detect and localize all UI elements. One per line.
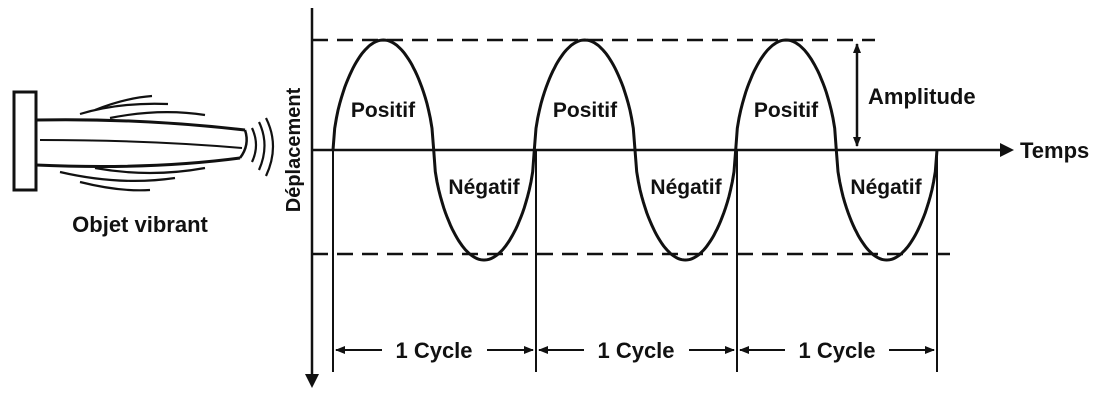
sound-wave-arc-2 [257,121,266,171]
vibration-trail-6 [94,166,206,175]
positive-label: Positif [754,99,819,122]
sound-wave-arc-1 [250,127,258,163]
cycle-label: 1 Cycle [798,338,875,363]
waveform-curve [331,38,939,262]
vibration-trail-3 [109,111,206,120]
beam-mid-line [39,139,243,149]
y-axis-arrow [305,374,319,388]
vibration-trail-5 [79,180,151,192]
vibration-trail-4 [59,170,176,183]
cycle-label: 1 Cycle [597,338,674,363]
negative-label: Négatif [448,176,520,199]
amplitude-label: Amplitude [868,84,976,109]
x-axis-label: Temps [1020,138,1089,163]
beam-lower-edge [35,156,241,168]
negative-label: Négatif [650,176,722,199]
vibrating-object-icon [12,90,275,192]
sound-wave-arc-3 [265,117,275,177]
beam-tip [238,129,248,159]
negative-label: Négatif [850,176,922,199]
positive-label: Positif [553,99,618,122]
cycle-label: 1 Cycle [395,338,472,363]
object-label: Objet vibrant [72,212,208,237]
waveform [331,38,939,262]
beam-upper-edge [35,118,246,132]
y-axis-label: Déplacement [283,87,305,212]
positive-label: Positif [351,99,416,122]
x-axis-arrow [1000,143,1014,157]
clamp-block [12,90,38,192]
vibration-trail-2 [79,102,169,116]
